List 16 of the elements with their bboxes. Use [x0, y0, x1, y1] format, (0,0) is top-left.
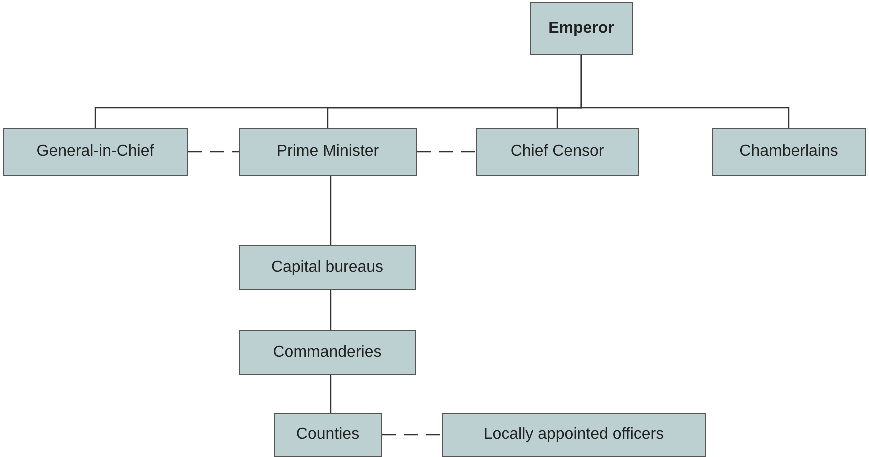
org-box: Chief Censor	[476, 128, 639, 176]
org-box: Locally appointed officers	[442, 413, 706, 457]
org-box: Emperor	[530, 2, 633, 55]
connector-line	[580, 55, 790, 128]
org-box: Commanderies	[239, 330, 416, 375]
org-box: Counties	[274, 413, 382, 457]
org-box: Chamberlains	[712, 128, 866, 176]
connector-line	[382, 434, 442, 436]
org-box: Capital bureaus	[239, 245, 416, 290]
connector-line	[417, 151, 476, 153]
connector-line	[188, 151, 239, 153]
connector-line	[330, 176, 332, 245]
connector-line	[330, 290, 332, 330]
org-box: Prime Minister	[239, 128, 417, 176]
connector-line	[330, 375, 332, 413]
org-box: General-in-Chief	[3, 128, 188, 176]
